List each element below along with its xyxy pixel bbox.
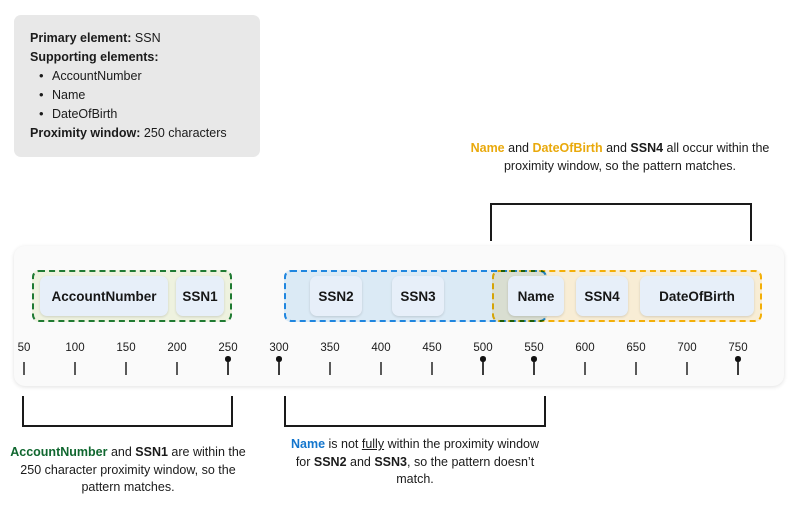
tick-label: 350 <box>320 342 340 354</box>
tick-label: 650 <box>626 342 646 354</box>
blue-annotation-sep1: is not <box>325 437 362 451</box>
ruler-pin-dot <box>735 356 741 362</box>
green-annotation-text: AccountNumber and SSN1 are within the 25… <box>2 444 254 497</box>
ruler-tick <box>635 362 637 375</box>
green-annotation-ssn1: SSN1 <box>135 445 168 459</box>
green-annotation-tail: are within the 250 character proximity w… <box>20 445 246 494</box>
ruler-pin-dot <box>480 356 486 362</box>
blue-annotation-text: Name is not fully within the proximity w… <box>282 436 548 489</box>
legend-proximity-window: Proximity window: 250 characters <box>30 124 244 143</box>
token-accountnumber[interactable]: AccountNumber <box>40 276 168 316</box>
ruler-tick-pinned <box>482 362 484 375</box>
orange-annotation-tail: all occur within the proximity window, s… <box>503 141 770 173</box>
blue-annotation-tail: , so the pattern doesn’t match. <box>396 454 535 487</box>
ruler-pin-dot <box>531 356 537 362</box>
tick-label: 600 <box>575 342 595 354</box>
ruler-tick <box>329 362 331 375</box>
orange-annotation-sep1: and <box>504 141 533 155</box>
ruler-tick <box>23 362 25 375</box>
blue-annotation-name: Name <box>290 437 326 451</box>
tick-label: 400 <box>371 342 391 354</box>
timeline-panel: AccountNumber SSN1 SSN2 SSN3 Name SSN4 D… <box>14 246 784 386</box>
legend-supporting-label: Supporting elements: <box>30 50 159 64</box>
list-item: Name <box>30 85 244 105</box>
green-annotation-accountnumber: AccountNumber <box>10 445 108 459</box>
orange-annotation-ssn4: SSN4 <box>630 141 664 155</box>
legend-primary-label: Primary element: <box>30 31 132 45</box>
blue-annotation-fully: fully <box>361 437 385 451</box>
ruler-pin-dot <box>276 356 282 362</box>
tick-label: 450 <box>422 342 442 354</box>
ruler-tick <box>380 362 382 375</box>
list-item: DateOfBirth <box>30 104 244 124</box>
legend-card: Primary element: SSN Supporting elements… <box>14 15 260 157</box>
token-ssn1[interactable]: SSN1 <box>176 276 224 316</box>
green-annotation-sep1: and <box>107 445 136 459</box>
tick-label: 750 <box>728 342 748 354</box>
ruler-tick-pinned <box>227 362 229 375</box>
orange-annotation-name: Name <box>470 141 505 155</box>
blue-annotation-sep2: within the proximity window for <box>295 437 540 469</box>
ruler-tick-pinned <box>278 362 280 375</box>
token-name[interactable]: Name <box>508 276 564 316</box>
tick-label: 50 <box>17 342 31 354</box>
legend-supporting-list: AccountNumber Name DateOfBirth <box>30 66 244 124</box>
blue-annotation-ssn2: SSN2 <box>313 454 347 469</box>
tick-label: 150 <box>116 342 136 354</box>
tick-label: 100 <box>65 342 85 354</box>
tick-label: 500 <box>473 342 493 354</box>
orange-annotation-text: Name and DateOfBirth and SSN4 all occur … <box>470 140 770 175</box>
ruler-tick-pinned <box>533 362 535 375</box>
legend-proximity-value: 250 characters <box>143 126 227 140</box>
ruler-tick <box>431 362 433 375</box>
tick-label: 200 <box>167 342 187 354</box>
blue-annotation-sep3: and <box>346 454 375 469</box>
tick-label: 700 <box>677 342 697 354</box>
token-dateofbirth[interactable]: DateOfBirth <box>640 276 754 316</box>
orange-annotation-sep2: and <box>602 141 631 155</box>
legend-primary-value: SSN <box>134 31 161 45</box>
token-ssn2[interactable]: SSN2 <box>310 276 362 316</box>
orange-proximity-bracket <box>490 203 752 241</box>
ruler-tick <box>176 362 178 375</box>
tick-label: 550 <box>524 342 544 354</box>
tick-label: 250 <box>218 342 238 354</box>
ruler-tick <box>125 362 127 375</box>
ruler-tick-pinned <box>737 362 739 375</box>
green-proximity-bracket <box>22 396 233 427</box>
legend-primary-element: Primary element: SSN <box>30 29 244 48</box>
ruler-tick <box>74 362 76 375</box>
ruler-tick <box>584 362 586 375</box>
ruler-tick <box>686 362 688 375</box>
legend-proximity-label: Proximity window: <box>30 126 141 140</box>
blue-proximity-bracket <box>284 396 546 427</box>
blue-annotation-ssn3: SSN3 <box>374 454 407 469</box>
token-ssn4[interactable]: SSN4 <box>576 276 628 316</box>
legend-supporting-label-row: Supporting elements: <box>30 48 244 67</box>
tick-label: 300 <box>269 342 289 354</box>
orange-annotation-dateofbirth: DateOfBirth <box>532 141 603 155</box>
ruler-pin-dot <box>225 356 231 362</box>
character-ruler: 50 100 150 200 250 300 350 400 450 500 5… <box>14 246 784 386</box>
token-ssn3[interactable]: SSN3 <box>392 276 444 316</box>
list-item: AccountNumber <box>30 66 244 86</box>
